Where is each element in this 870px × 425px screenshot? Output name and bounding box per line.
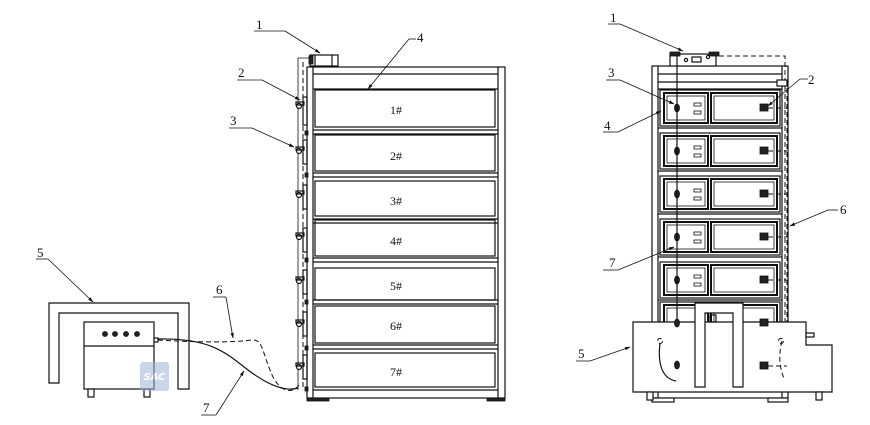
valve-icon[interactable] (295, 362, 305, 371)
right-panel-inner (713, 138, 775, 164)
drawer-1[interactable]: 1# (313, 89, 498, 135)
top-fitting (308, 54, 339, 67)
connector-icon (759, 189, 769, 198)
callout-4: 4 (604, 118, 611, 133)
valve-icon[interactable] (295, 319, 305, 328)
connector-icon (759, 103, 769, 112)
callout-2: 2 (808, 72, 815, 87)
callouts-front: 1 2 3 4 6 7 5 (576, 10, 847, 362)
cabinet-frame (306, 66, 506, 402)
left-panel-inner (666, 224, 706, 250)
indicator-icon (112, 331, 118, 337)
valve-icon[interactable] (295, 101, 305, 110)
callouts-side: 1 2 3 4 5 6 7 (36, 17, 424, 416)
hook-icon (693, 231, 702, 236)
hook-icon (693, 102, 702, 107)
left-panel (663, 264, 709, 296)
callout-4: 4 (417, 30, 424, 45)
hook-icon (693, 110, 702, 115)
connector-icon (759, 275, 769, 284)
side-view: 1# 2# 3# 4# (36, 17, 506, 416)
left-panel (663, 178, 709, 210)
valve-icon[interactable] (295, 190, 305, 199)
valve-icon[interactable] (295, 146, 305, 155)
callout-5: 5 (578, 346, 585, 361)
right-panel-inner (713, 267, 775, 293)
callout-5: 5 (37, 245, 44, 260)
right-panel-inner (713, 224, 775, 250)
hook-icon (693, 274, 702, 279)
drawer-label: 3# (390, 194, 402, 208)
callout-2: 2 (238, 65, 245, 80)
right-panel-inner (713, 181, 775, 207)
callout-3: 3 (230, 113, 237, 128)
left-panel-inner (666, 138, 706, 164)
callout-1: 1 (256, 17, 263, 32)
left-panel-inner (666, 267, 706, 293)
left-panel-inner (666, 181, 706, 207)
hook-icon (693, 145, 702, 150)
hook-icon (693, 153, 702, 158)
left-panel (663, 221, 709, 253)
front-drawer-row[interactable] (658, 261, 787, 301)
hook-icon (693, 239, 702, 244)
drawer-label: 7# (390, 365, 402, 379)
front-drawer-row[interactable] (658, 89, 787, 129)
front-drawer-row[interactable] (658, 175, 787, 215)
callout-3: 3 (608, 65, 615, 80)
indicator-icon (102, 331, 108, 337)
hook-icon (693, 282, 702, 287)
hose-connections (157, 338, 300, 391)
connector-icon (759, 146, 769, 155)
right-panel-inner (713, 95, 775, 121)
callout-7: 7 (609, 255, 616, 270)
callout-6: 6 (840, 202, 847, 217)
outlet-port-icon (153, 337, 159, 343)
drawer-7[interactable]: 7# (314, 352, 496, 388)
callout-6: 6 (216, 282, 223, 297)
left-panel (663, 135, 709, 167)
valve-icon[interactable] (295, 232, 305, 241)
callout-7: 7 (203, 400, 210, 415)
drawer-label: 4# (390, 234, 402, 248)
drawer-6[interactable]: 6# (313, 305, 498, 350)
drawer-2[interactable]: 2# (313, 134, 498, 178)
indicator-icon (123, 331, 129, 337)
drawer-stack: 1# 2# 3# 4# (313, 89, 498, 388)
front-drawer-rows (658, 89, 787, 341)
valve-group (295, 101, 305, 371)
drawer-5[interactable]: 5# (313, 267, 498, 305)
drawer-4[interactable]: 4# (313, 219, 498, 263)
front-view: 1 2 3 4 6 7 5 (576, 10, 847, 403)
drawer-3[interactable]: 3# (313, 180, 498, 224)
callout-1: 1 (610, 10, 617, 25)
valve-icon[interactable] (295, 276, 305, 285)
unit-table-frame (48, 302, 190, 390)
drawer-label: 1# (390, 103, 402, 117)
left-panel (663, 92, 709, 124)
hook-icon (693, 196, 702, 201)
watermark: SAC (140, 362, 169, 391)
hose-7 (157, 338, 299, 390)
hook-icon (693, 188, 702, 193)
indicator-icon (134, 331, 140, 337)
watermark-text: SAC (144, 372, 167, 383)
left-panel-inner (666, 95, 706, 121)
watermark-badge (140, 362, 169, 391)
front-unit[interactable] (632, 302, 833, 401)
connector-icon (759, 232, 769, 241)
drawer-label: 2# (390, 149, 402, 163)
drawer-label: 6# (390, 319, 402, 333)
drawer-label: 5# (390, 279, 402, 293)
top-fitting-front (669, 51, 786, 390)
